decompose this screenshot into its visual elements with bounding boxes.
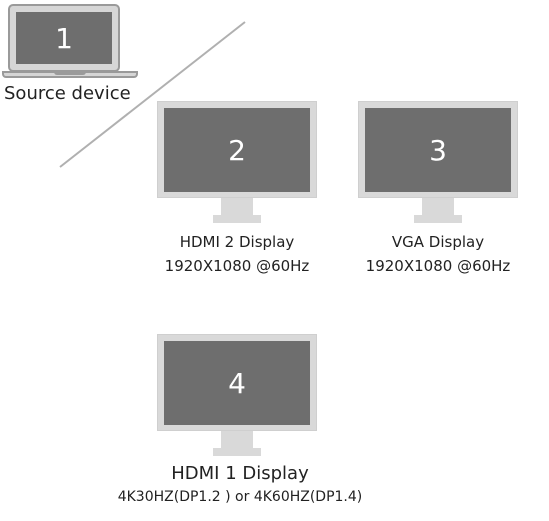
monitor-neck	[221, 431, 253, 451]
monitor-stand	[213, 448, 261, 456]
laptop-screen: 1	[16, 12, 112, 64]
display-label-hdmi2: HDMI 2 Display 1920X1080 @60Hz	[157, 230, 317, 278]
display-resolution: 4K30HZ(DP1.2 ) or 4K60HZ(DP1.4)	[117, 489, 363, 506]
monitor-stand	[213, 215, 261, 223]
monitor-neck	[221, 198, 253, 218]
laptop-notch	[54, 71, 86, 75]
display-resolution: 1920X1080 @60Hz	[365, 257, 511, 275]
display-name: HDMI 1 Display	[171, 463, 309, 484]
monitor-frame: 3	[358, 101, 518, 198]
source-number: 1	[55, 21, 73, 55]
monitor-frame: 4	[157, 334, 317, 431]
source-device-label: Source device	[4, 83, 131, 104]
display-label-hdmi1: HDMI 1 Display 4K30HZ(DP1.2 ) or 4K60HZ(…	[80, 461, 400, 509]
monitor-number: 4	[228, 366, 246, 400]
monitor-icon-hdmi2: 2	[157, 101, 317, 225]
laptop-icon: 1	[2, 4, 138, 78]
monitor-stand	[414, 215, 462, 223]
monitor-icon-hdmi1: 4	[157, 334, 317, 458]
monitor-number: 3	[429, 133, 447, 167]
display-name: HDMI 2 Display	[179, 233, 295, 251]
monitor-frame: 2	[157, 101, 317, 198]
monitor-screen: 2	[164, 108, 310, 192]
monitor-screen: 3	[365, 108, 511, 192]
monitor-icon-vga: 3	[358, 101, 518, 225]
display-label-vga: VGA Display 1920X1080 @60Hz	[358, 230, 518, 278]
monitor-neck	[422, 198, 454, 218]
display-name: VGA Display	[391, 233, 485, 251]
monitor-screen: 4	[164, 341, 310, 425]
monitor-number: 2	[228, 133, 246, 167]
laptop-lid: 1	[8, 4, 120, 72]
display-resolution: 1920X1080 @60Hz	[164, 257, 310, 275]
